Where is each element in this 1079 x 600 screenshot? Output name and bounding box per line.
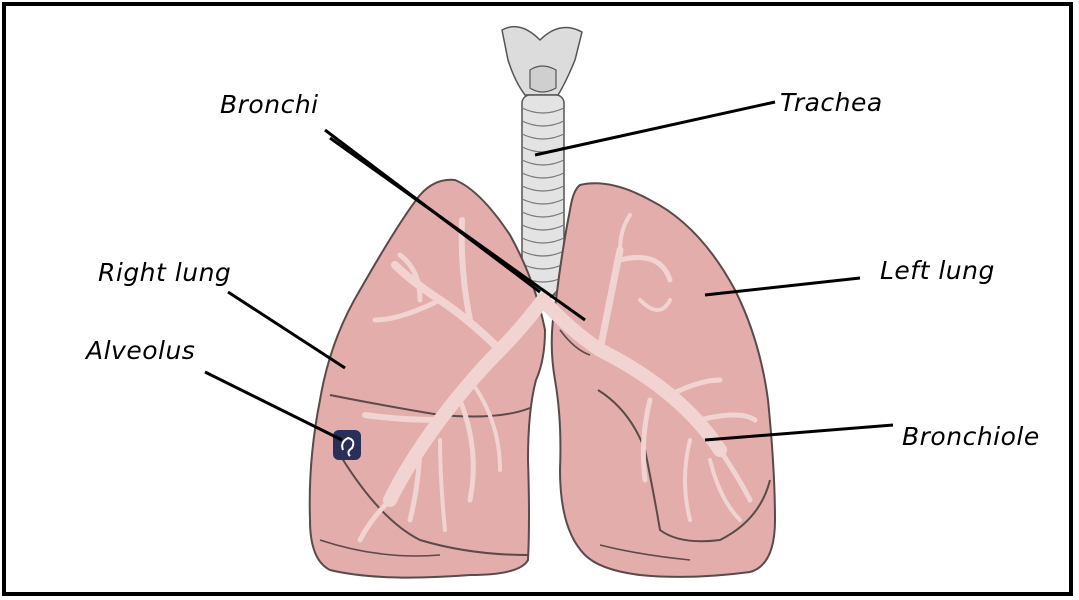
leader-right-lung [228, 292, 345, 368]
label-left-lung: Left lung [880, 256, 995, 285]
label-alveolus: Alveolus [86, 336, 195, 365]
left-lung [552, 183, 775, 577]
leader-trachea [535, 102, 775, 155]
right-lung [310, 180, 545, 578]
label-bronchi: Bronchi [220, 90, 319, 119]
label-bronchiole: Bronchiole [902, 422, 1040, 451]
label-right-lung: Right lung [98, 258, 231, 287]
alveolus-icon [333, 430, 361, 460]
label-trachea: Trachea [780, 88, 883, 117]
